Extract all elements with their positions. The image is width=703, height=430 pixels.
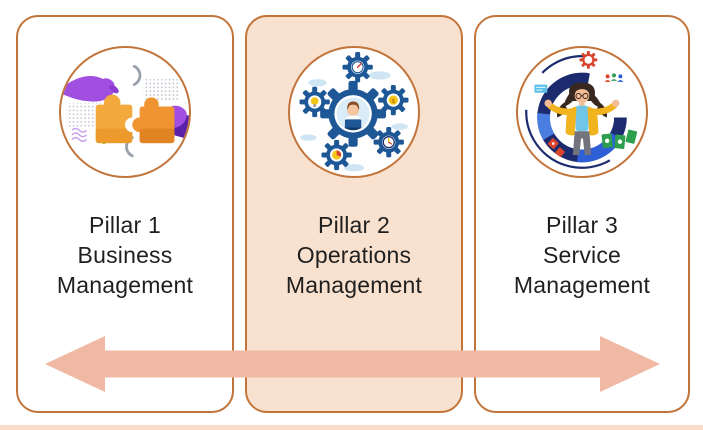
- squiggle-lines: [71, 127, 88, 142]
- pillar-3-card: Pillar 3 Service Management: [474, 15, 690, 413]
- svg-text:$: $: [391, 97, 395, 105]
- pillar-1-line2: Business: [77, 242, 173, 268]
- piechart-icon: [332, 150, 342, 160]
- gears-operations-illustration: $: [299, 52, 409, 172]
- price-tags-icon: [547, 138, 565, 158]
- puzzle-piece-left: [95, 94, 140, 144]
- pillar-3-icon-circle: [516, 46, 648, 178]
- center-gear-person: [320, 80, 386, 147]
- arc-top: [132, 64, 142, 86]
- pillar-2-line1: Pillar 2: [318, 212, 390, 238]
- money-bills-icon: [601, 129, 638, 150]
- red-gear-icon: [579, 50, 598, 69]
- puzzle-teamwork-illustration: [61, 64, 189, 158]
- teal-card-icon: [534, 84, 548, 93]
- pillar-2-card: $: [245, 15, 463, 413]
- service-woman-illustration: [525, 50, 639, 169]
- left-hand: [61, 76, 119, 102]
- pillar-2-icon-circle: $: [288, 46, 420, 178]
- pillar-3-line1: Pillar 3: [546, 212, 618, 238]
- halftone-top-right: [143, 79, 180, 102]
- clouds: [300, 71, 408, 172]
- lightbulb-icon: [310, 97, 319, 107]
- woman-figure: [544, 82, 620, 155]
- team-people-icon: [604, 73, 624, 82]
- pillar-3-line2: Service: [542, 242, 622, 268]
- clock-icon: [382, 136, 395, 149]
- pillar-3-line3: Management: [513, 272, 651, 298]
- speedometer-icon: [351, 61, 364, 74]
- pillar-2-line2: Operations: [296, 242, 412, 268]
- pillar-3-label: Pillar 3 Service Management: [476, 210, 688, 300]
- puzzle-piece-right: [132, 97, 175, 144]
- pillar-2-label: Pillar 2 Operations Management: [247, 210, 461, 300]
- dollar-coin-icon: $: [388, 95, 398, 105]
- pillar-1-label: Pillar 1 Business Management: [18, 210, 232, 300]
- pillar-1-icon-circle: [59, 46, 191, 178]
- bottom-peach-strip: [0, 425, 703, 430]
- pillar-1-card: Pillar 1 Business Management: [16, 15, 234, 413]
- man-at-laptop: [339, 101, 367, 131]
- pillar-1-line1: Pillar 1: [89, 212, 161, 238]
- pillar-2-line3: Management: [285, 272, 423, 298]
- pillar-1-line3: Management: [56, 272, 194, 298]
